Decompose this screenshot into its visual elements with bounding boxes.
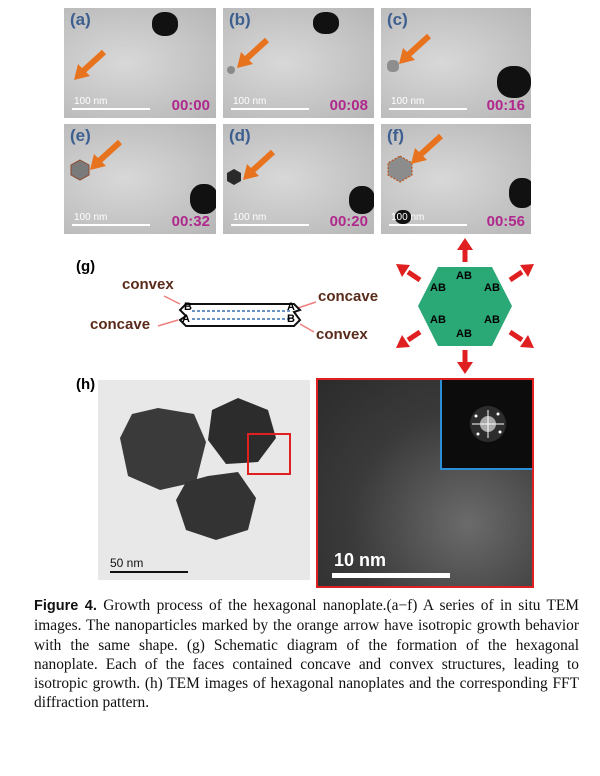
figure-label: Figure 4. xyxy=(34,598,97,614)
scale-label: 50 nm xyxy=(110,556,144,570)
scale-label: 100 nm xyxy=(391,96,425,107)
tem-panel-e: (e) 100 nm 00:32 xyxy=(64,124,216,234)
fft-pattern xyxy=(470,406,506,442)
scale-label: 100 nm xyxy=(74,96,108,107)
panel-label: (d) xyxy=(229,126,251,145)
tem-panel-b: (b) 100 nm 00:08 xyxy=(223,8,374,118)
fft-inset xyxy=(440,380,532,470)
tem-panel-d: (d) 100 nm 00:20 xyxy=(223,124,374,234)
dark-particle xyxy=(190,184,216,214)
hex-face-label: AB xyxy=(430,282,446,294)
scale-bar xyxy=(389,108,467,110)
tem-panel-c: (c) 100 nm 00:16 xyxy=(381,8,531,118)
label-concave-right: concave xyxy=(318,288,379,305)
plate-schematic xyxy=(157,295,317,333)
label-convex-left: convex xyxy=(122,276,174,293)
tem-panel-f: (f) 100 nm 00:56 xyxy=(381,124,531,234)
label-convex-right: convex xyxy=(316,326,368,343)
dark-particle xyxy=(395,210,411,224)
panel-label-h: (h) xyxy=(76,376,96,393)
dark-particle xyxy=(313,12,339,34)
timestamp: 00:56 xyxy=(486,213,525,230)
orange-arrow-icon xyxy=(243,149,276,180)
scale-bar xyxy=(231,108,309,110)
dark-particle xyxy=(152,12,178,36)
hex-face-label: AB xyxy=(456,270,472,282)
hex-face-label: AB xyxy=(430,314,446,326)
plate-letter: A xyxy=(182,313,190,325)
scale-bar xyxy=(110,571,188,573)
plate-letter: B xyxy=(184,301,192,313)
timestamp: 00:20 xyxy=(329,213,368,230)
nanoplates-particles xyxy=(120,398,291,540)
scale-bar xyxy=(389,224,467,226)
panel-label: (f) xyxy=(387,126,404,145)
timestamp: 00:16 xyxy=(486,97,525,114)
panel-label: (a) xyxy=(70,10,91,29)
scale-label: 10 nm xyxy=(334,550,387,570)
panel-label: (b) xyxy=(229,10,251,29)
panel-label: (e) xyxy=(70,126,91,145)
orange-arrow-icon xyxy=(399,33,432,64)
scale-label: 100 nm xyxy=(391,212,425,223)
hexagon-diagram xyxy=(396,238,534,374)
scale-label: 100 nm xyxy=(74,212,108,223)
scale-label: 100 nm xyxy=(233,212,267,223)
scale-bar xyxy=(72,224,150,226)
label-concave-left: concave xyxy=(90,316,151,333)
timestamp: 00:00 xyxy=(171,97,210,114)
figure-caption: Figure 4. Growth process of the hexagona… xyxy=(34,596,579,713)
nanoparticle xyxy=(227,66,235,74)
orange-arrow-icon xyxy=(90,139,123,170)
panel-label: (c) xyxy=(387,10,408,29)
scale-bar xyxy=(332,573,450,578)
dark-particle xyxy=(509,178,531,208)
tem-panel-a: (a) 100 nm 00:00 xyxy=(64,8,216,118)
dark-particle xyxy=(349,186,374,214)
hrtem-image: 10 nm xyxy=(316,378,534,588)
timestamp: 00:08 xyxy=(329,97,368,114)
hexagon-particle xyxy=(387,155,413,183)
plate-letter: B xyxy=(287,313,295,325)
nanoparticle xyxy=(387,60,399,72)
hex-face-label: AB xyxy=(456,328,472,340)
orange-arrow-icon xyxy=(411,133,444,164)
caption-text: Growth process of the hexagonal nanoplat… xyxy=(34,597,579,712)
scale-label: 100 nm xyxy=(233,96,267,107)
hexagon-particle xyxy=(70,159,90,181)
orange-arrow-icon xyxy=(74,49,107,80)
dark-particle xyxy=(497,66,531,98)
hex-face-label: AB xyxy=(484,314,500,326)
plate-letter: A xyxy=(287,301,295,313)
panel-label-g: (g) xyxy=(76,258,96,275)
scale-bar xyxy=(231,224,309,226)
orange-arrow-icon xyxy=(237,37,270,68)
hex-face-label: AB xyxy=(484,282,500,294)
hexagon-particle xyxy=(227,169,241,185)
timestamp: 00:32 xyxy=(171,213,210,230)
tem-image-left: 50 nm xyxy=(98,380,310,580)
scale-bar xyxy=(72,108,150,110)
